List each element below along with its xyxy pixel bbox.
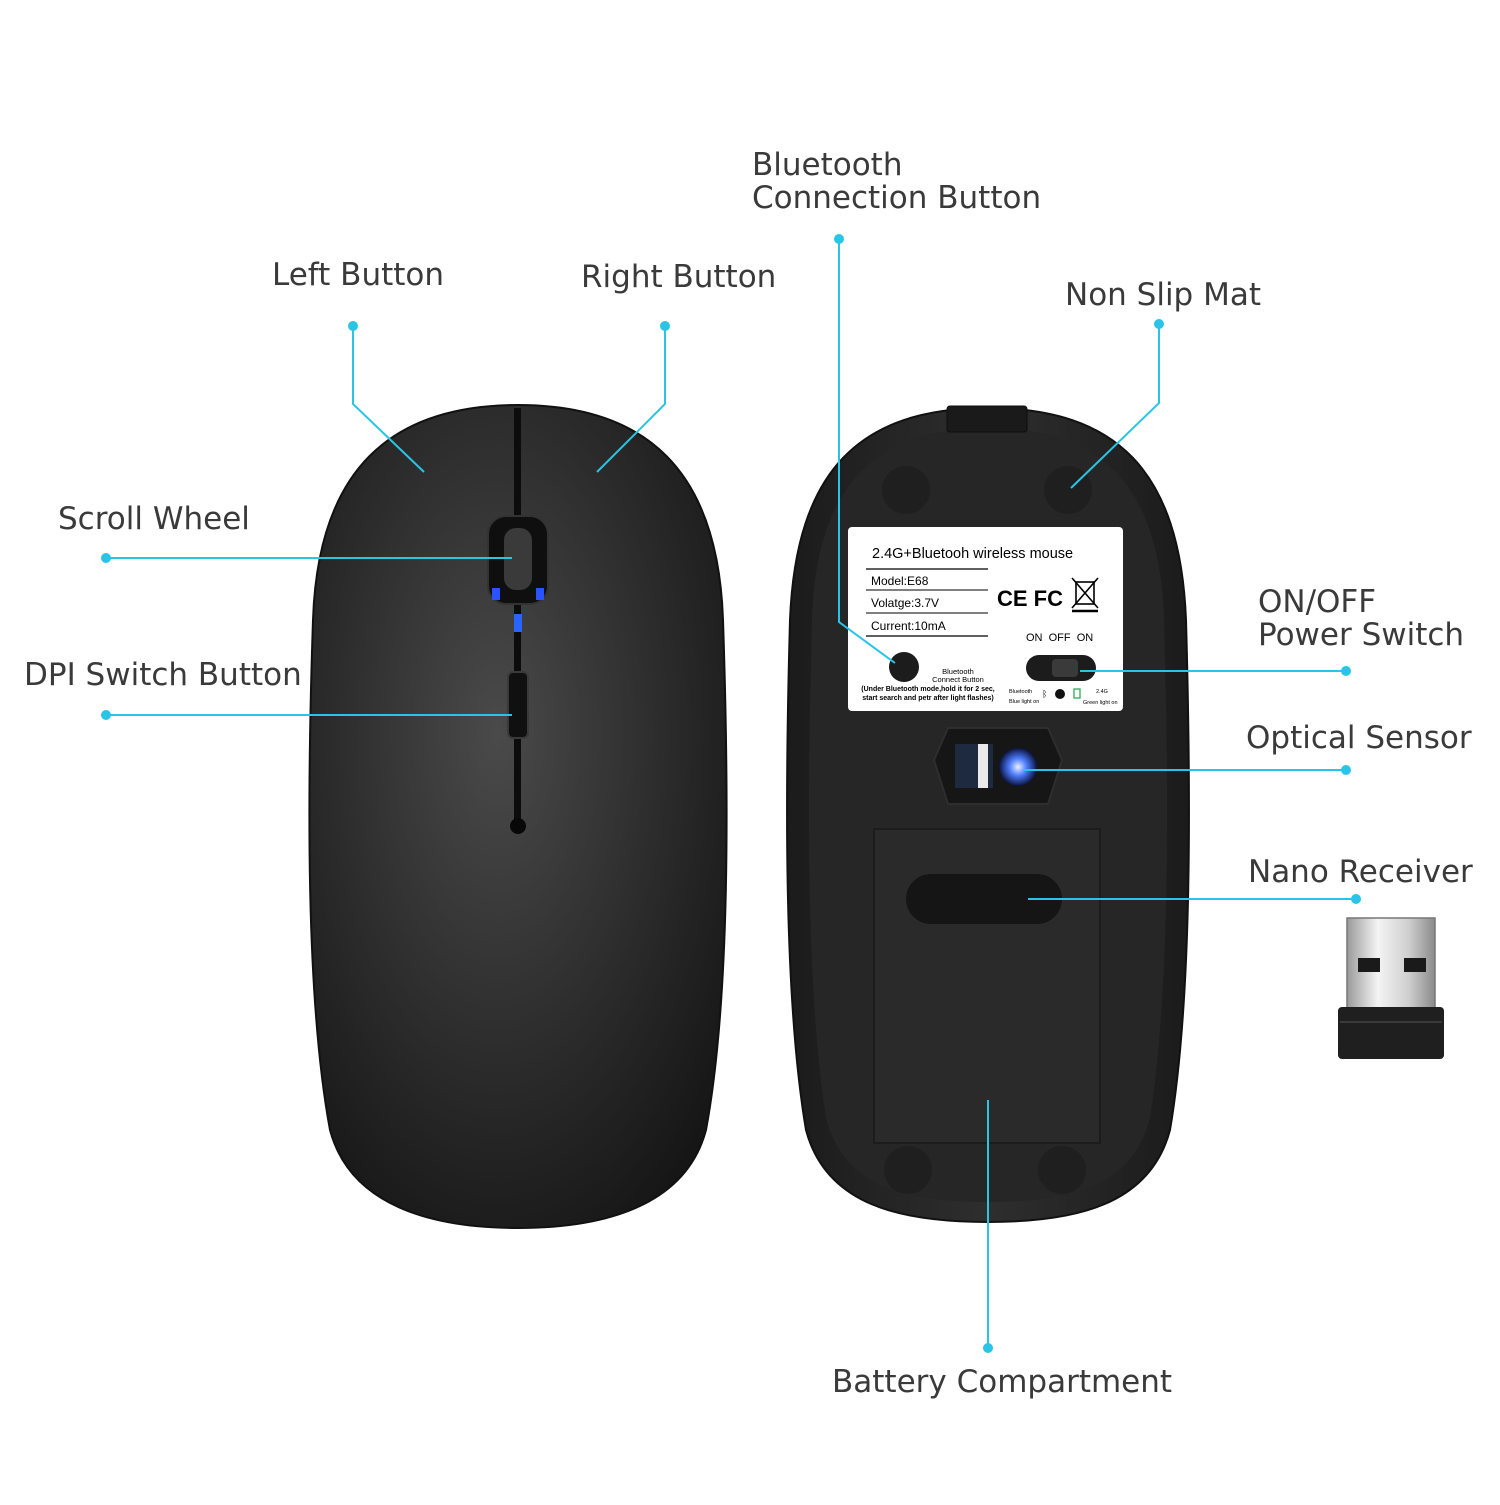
dot-bluetooth-button (834, 234, 844, 244)
mouse-top-view (308, 403, 728, 1230)
callout-power-switch: ON/OFF Power Switch (1258, 586, 1464, 652)
leader-left-button (352, 326, 425, 473)
leader-bluetooth-button (838, 239, 896, 664)
bt-note-line2: start search and petr after light flashe… (862, 695, 993, 702)
certification-marks: CE FC (997, 586, 1063, 611)
dot-power-switch (1341, 666, 1351, 676)
callout-power-switch-line1: ON/OFF (1258, 584, 1377, 620)
bluetooth-icon: ᛒ (1042, 689, 1047, 699)
sensor-led (999, 748, 1037, 786)
power-switch-knob (1052, 659, 1078, 677)
bt-light-text: Blue light on (1009, 699, 1039, 705)
callout-dpi-switch: DPI Switch Button (24, 657, 302, 693)
bt-note-line1: (Under Bluetooth mode,hold it for 2 sec, (861, 686, 994, 693)
scroll-wheel-led-left (492, 588, 500, 600)
groove-end-dot (510, 818, 526, 834)
usb-plastic-body (1338, 1007, 1444, 1059)
callout-nano-receiver: Nano Receiver (1248, 854, 1473, 890)
callout-bluetooth-button: Bluetooth Connection Button (752, 149, 1041, 215)
callout-optical-sensor: Optical Sensor (1246, 720, 1472, 756)
callout-dots (101, 234, 1361, 1353)
non-slip-pad-3 (884, 1146, 932, 1194)
dot-battery (983, 1343, 993, 1353)
dot-dpi-switch (101, 710, 111, 720)
dot-right-button (660, 321, 670, 331)
sensor-window (978, 744, 988, 788)
callout-lines (106, 239, 1356, 1348)
callout-power-switch-line2: Power Switch (1258, 617, 1465, 653)
label-model: Model:E68 (871, 574, 929, 588)
nano-receiver (1338, 917, 1444, 1059)
usb-contact-left (1358, 958, 1380, 972)
callout-non-slip-mat: Non Slip Mat (1065, 277, 1261, 313)
mode-dot-icon (1055, 689, 1065, 699)
indicator-led (514, 614, 522, 632)
weee-bin-icon (1071, 577, 1099, 613)
non-slip-pad-1 (882, 466, 930, 514)
cable-notch (946, 405, 1028, 433)
leader-right-button (596, 326, 666, 473)
bluetooth-connect-button[interactable] (889, 652, 919, 682)
label-title: 2.4G+Bluetooh wireless mouse (872, 546, 1073, 562)
bt-button-line1: Bluetooth (942, 667, 974, 676)
dot-non-slip-mat (1154, 319, 1164, 329)
switch-positions: ON OFF ON (1026, 632, 1093, 644)
g24-light-text: Green light on (1083, 700, 1118, 706)
callout-left-button: Left Button (272, 257, 445, 293)
sensor-housing (932, 727, 1064, 805)
battery-icon (1073, 688, 1081, 699)
non-slip-pad-2 (1044, 466, 1092, 514)
product-label: 2.4G+Bluetooh wireless mouse Model:E68 V… (848, 527, 1123, 711)
usb-contact-right (1404, 958, 1426, 972)
callout-bluetooth-button-line2: Connection Button (752, 180, 1042, 216)
bt-mode-text: Bluetooth (1009, 689, 1032, 695)
callout-battery-compartment: Battery Compartment (832, 1364, 1173, 1400)
non-slip-pad-4 (1038, 1146, 1086, 1194)
optical-sensor (932, 727, 1064, 805)
battery-cover-slot (906, 874, 1062, 924)
dot-optical-sensor (1341, 765, 1351, 775)
callout-bluetooth-button-line1: Bluetooth (752, 147, 903, 183)
callout-right-button: Right Button (581, 259, 777, 295)
g24-mode-text: 2.4G (1096, 689, 1108, 695)
dot-scroll-wheel (101, 553, 111, 563)
label-voltage: Volatge:3.7V (871, 596, 939, 610)
callout-scroll-wheel: Scroll Wheel (58, 501, 250, 537)
scroll-wheel-led-right (536, 588, 544, 600)
bt-button-line2: Connect Button (932, 675, 984, 684)
scroll-wheel-roller (504, 528, 532, 590)
label-current: Current:10mA (871, 619, 946, 633)
dot-left-button (348, 321, 358, 331)
dot-nano-receiver (1351, 894, 1361, 904)
dpi-switch-button[interactable] (507, 671, 529, 739)
leader-non-slip-mat (1070, 324, 1160, 489)
mouse-bottom-view: 2.4G+Bluetooh wireless mouse Model:E68 V… (786, 405, 1190, 1224)
